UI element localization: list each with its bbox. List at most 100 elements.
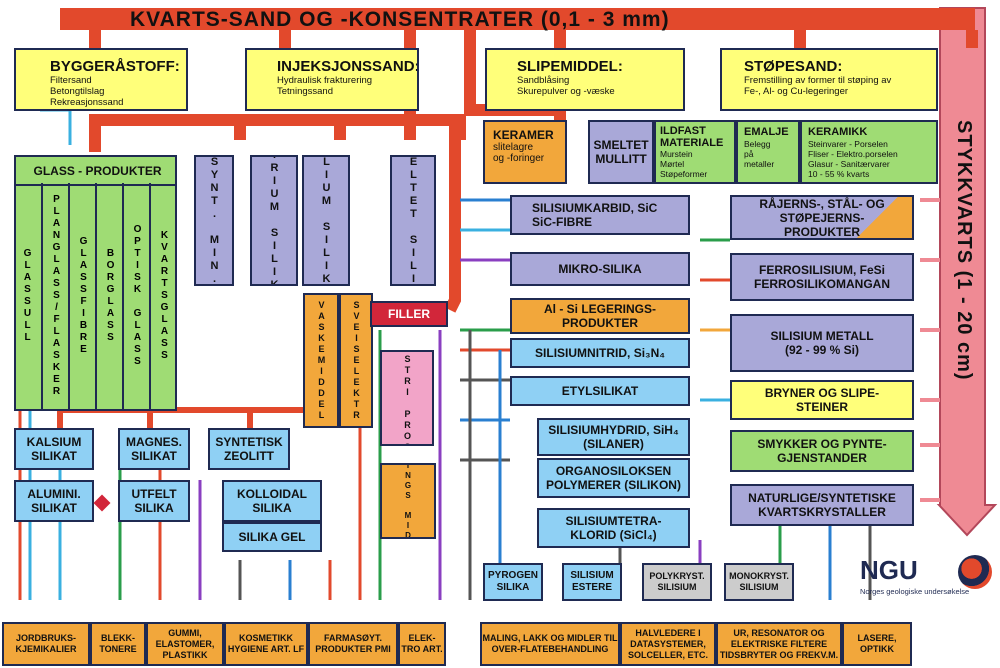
injeksjonssand-line: Tetningssand <box>277 86 333 97</box>
magnes-silikat-box: MAGNES. SILIKAT <box>118 428 190 470</box>
keramer-box: KERAMER slitelagre og -foringer <box>483 120 567 184</box>
glass-col-borglass: BORGLASS <box>95 183 124 409</box>
glass-col-planglass: PLANGLASS/FLASKER <box>41 183 70 409</box>
silisium-estere-box: SILISIUM ESTERE <box>562 563 622 601</box>
silisiumnitrid-box: SILISIUMNITRID, Si₃N₄ <box>510 338 690 368</box>
ngu-globe-icon <box>958 555 992 589</box>
byggeraastoff-line: Filtersand <box>50 75 92 86</box>
slipemiddel-box: SLIPEMIDDEL: Sandblåsing Skurepulver og … <box>485 48 685 111</box>
ngu-logo: NGU Norges geologiske undersøkelse <box>860 555 995 600</box>
keramikk-title: KERAMIKK <box>808 126 868 138</box>
kvarts-sand-arrow-top <box>60 8 975 30</box>
silisiumkarbid-box: SILISIUMKARBID, SiC SiC-FIBRE <box>510 195 690 235</box>
slipemiddel-title: SLIPEMIDDEL: <box>517 58 623 75</box>
pyrogen-silika-box: PYROGEN SILIKA <box>483 563 543 601</box>
glass-produkter-title: GLASS - PRODUKTER <box>16 157 175 186</box>
stoepesand-line: Fe-, Al- og Cu-legeringer <box>744 86 849 97</box>
ildfast-box: ILDFAST MATERIALE Murstein Mørtel Støpef… <box>654 120 736 184</box>
monokryst-silisium-box: MONOKRYST. SILISIUM <box>724 563 794 601</box>
etylsilikat-box: ETYLSILIKAT <box>510 376 690 406</box>
keramikk-line: Glasur - Sanitærvarer <box>808 159 890 169</box>
silisium-metall-title: SILISIUM METALL <box>770 329 874 343</box>
byggeraastoff-title: BYGGERÅSTOFF: <box>50 58 180 75</box>
bottom-maling: MALING, LAKK OG MIDLER TIL OVER-FLATEBEH… <box>480 622 620 666</box>
silisiumtetraklorid-box: SILISIUMTETRA-KLORID (SiCl₄) <box>537 508 690 548</box>
byggeraastoff-box: BYGGERÅSTOFF: Filtersand Betongtilslag R… <box>14 48 188 111</box>
injeksjonssand-box: INJEKSJONSSAND: Hydraulisk frakturering … <box>245 48 419 111</box>
emalje-title: EMALJE <box>744 126 789 138</box>
stoepesand-box: STØPESAND: Fremstilling av former til st… <box>720 48 938 111</box>
glass-col-glassull: GLASSULL <box>22 248 33 344</box>
glass-col-kvartsglass: KVARTSGLASS <box>149 183 178 409</box>
ferrosilisium-box: FERROSILISIUM, FeSi FERROSILIKOMANGAN <box>730 253 914 301</box>
polykryst-silisium-box: POLYKRYST. SILISIUM <box>642 563 712 601</box>
smeltet-mullitt-box: SMELTET MULLITT <box>588 120 654 184</box>
slipemiddel-line: Sandblåsing <box>517 75 570 86</box>
kalsium-silikat-box: KALSIUM SILIKAT <box>14 428 94 470</box>
bottom-blekk: BLEKK-TONERE <box>90 622 146 666</box>
keramikk-line: Steinvarer - Porselen <box>808 139 888 149</box>
filler-box: FILLER <box>370 301 448 327</box>
al-si-box: Al - Si LEGERINGS-PRODUKTER <box>510 298 690 334</box>
synt-min-box: SYNT. MIN. <box>194 155 234 286</box>
emalje-line: Belegg <box>744 139 771 149</box>
vaskemiddel-box: VASKEMIDDEL <box>303 293 339 428</box>
natrium-silikat-box: NATRIUM SILIKAT <box>250 155 298 286</box>
organosiloksen-box: ORGANOSILOKSEN POLYMERER (SILIKON) <box>537 458 690 498</box>
emalje-box: EMALJE Belegg på metaller <box>736 120 800 184</box>
naeringsmidler-box: NÆRINGS MIDLER <box>380 463 436 539</box>
stoepesand-line: Fremstilling av former til støping av <box>744 75 892 86</box>
glass-col-optisk: OPTISK GLASS <box>122 183 151 409</box>
bottom-lasere: LASERE, OPTIKK <box>842 622 912 666</box>
alumini-silikat-box: ALUMINI. SILIKAT <box>14 480 94 522</box>
syntetisk-zeolitt-box: SYNTETISK ZEOLITT <box>208 428 290 470</box>
silisiumhydrid-box: SILISIUMHYDRID, SiH₄ (SILANER) <box>537 418 690 456</box>
emalje-line: metaller <box>744 159 775 169</box>
stoepesand-title: STØPESAND: <box>744 58 843 75</box>
keramer-line: og -foringer <box>493 153 545 164</box>
sveiselektr-box: SVEISELEKTR <box>339 293 373 428</box>
silika-gel-box: SILIKA GEL <box>222 522 322 552</box>
silisium-metall-sub: (92 - 99 % Si) <box>784 343 860 357</box>
side-title: STYKKVARTS (1 - 20 cm) <box>953 120 975 381</box>
bottom-gummi: GUMMI, ELASTOMER, PLASTIKK <box>146 622 224 666</box>
smeltet-silika-box: SMELTET SILIKA <box>390 155 436 286</box>
emalje-line: på <box>744 149 754 159</box>
raajern-box: RÅJERNS-, STÅL- OG STØPEJERNS-PRODUKTER <box>730 195 914 240</box>
bottom-elektro: ELEK-TRO ART. <box>398 622 446 666</box>
main-title: KVARTS-SAND OG -KONSENTRATER (0,1 - 3 mm… <box>130 8 670 31</box>
utfelt-silika-box: UTFELT SILIKA <box>118 480 190 522</box>
mikro-silika-box: MIKRO-SILIKA <box>510 252 690 286</box>
bottom-ur-resonator: UR, RESONATOR OG ELEKTRISKE FILTERE TIDS… <box>716 622 842 666</box>
ildfast-title: ILDFAST MATERIALE <box>660 125 724 149</box>
glass-col-glassfibre: GLASSFIBRE <box>68 183 97 409</box>
ildfast-line: Støpeformer <box>660 169 708 179</box>
keramikk-line: 10 - 55 % kvarts <box>808 169 870 179</box>
keramer-line: slitelagre <box>493 142 534 153</box>
kalium-silikat-box: KALIUM SILIKAT <box>302 155 350 286</box>
bryner-box: BRYNER OG SLIPE-STEINER <box>730 380 914 420</box>
injeksjonssand-line: Hydraulisk frakturering <box>277 75 373 86</box>
bottom-halvledere: HALVLEDERE I DATASYSTEMER, SOLCELLER, ET… <box>620 622 716 666</box>
ildfast-line: Mørtel <box>660 159 685 169</box>
bottom-farmasoyt: FARMASØYT. PRODUKTER PMI <box>308 622 398 666</box>
byggeraastoff-line: Rekreasjonssand <box>50 97 124 108</box>
byggeraastoff-line: Betongtilslag <box>50 86 105 97</box>
injeksjonssand-title: INJEKSJONSSAND: <box>277 58 419 75</box>
ngu-logo-text: NGU <box>860 555 918 585</box>
kolloidal-silika-box: KOLLOIDAL SILIKA <box>222 480 322 522</box>
silisium-metall-box: SILISIUM METALL (92 - 99 % Si) <box>730 314 914 372</box>
keramer-title: KERAMER <box>493 128 554 142</box>
slipemiddel-line: Skurepulver og -væske <box>517 86 615 97</box>
keramikk-box: KERAMIKK Steinvarer - Porselen Fliser - … <box>800 120 938 184</box>
industri-prosess-box: INDUSTRI PROSESS <box>380 350 434 446</box>
bottom-kosmetikk: KOSMETIKK HYGIENE ART. LF <box>224 622 308 666</box>
ngu-logo-subtitle: Norges geologiske undersøkelse <box>860 587 970 596</box>
red-branches <box>89 30 978 313</box>
bottom-jordbruk: JORDBRUKS-KJEMIKALIER <box>2 622 90 666</box>
naturlige-box: NATURLIGE/SYNTETISKE KVARTSKRYSTALLER <box>730 484 914 526</box>
ildfast-line: Murstein <box>660 149 693 159</box>
stykkvarts-arrow <box>936 7 998 537</box>
keramikk-line: Fliser - Elektro.porselen <box>808 149 898 159</box>
smykker-box: SMYKKER OG PYNTE-GJENSTANDER <box>730 430 914 472</box>
